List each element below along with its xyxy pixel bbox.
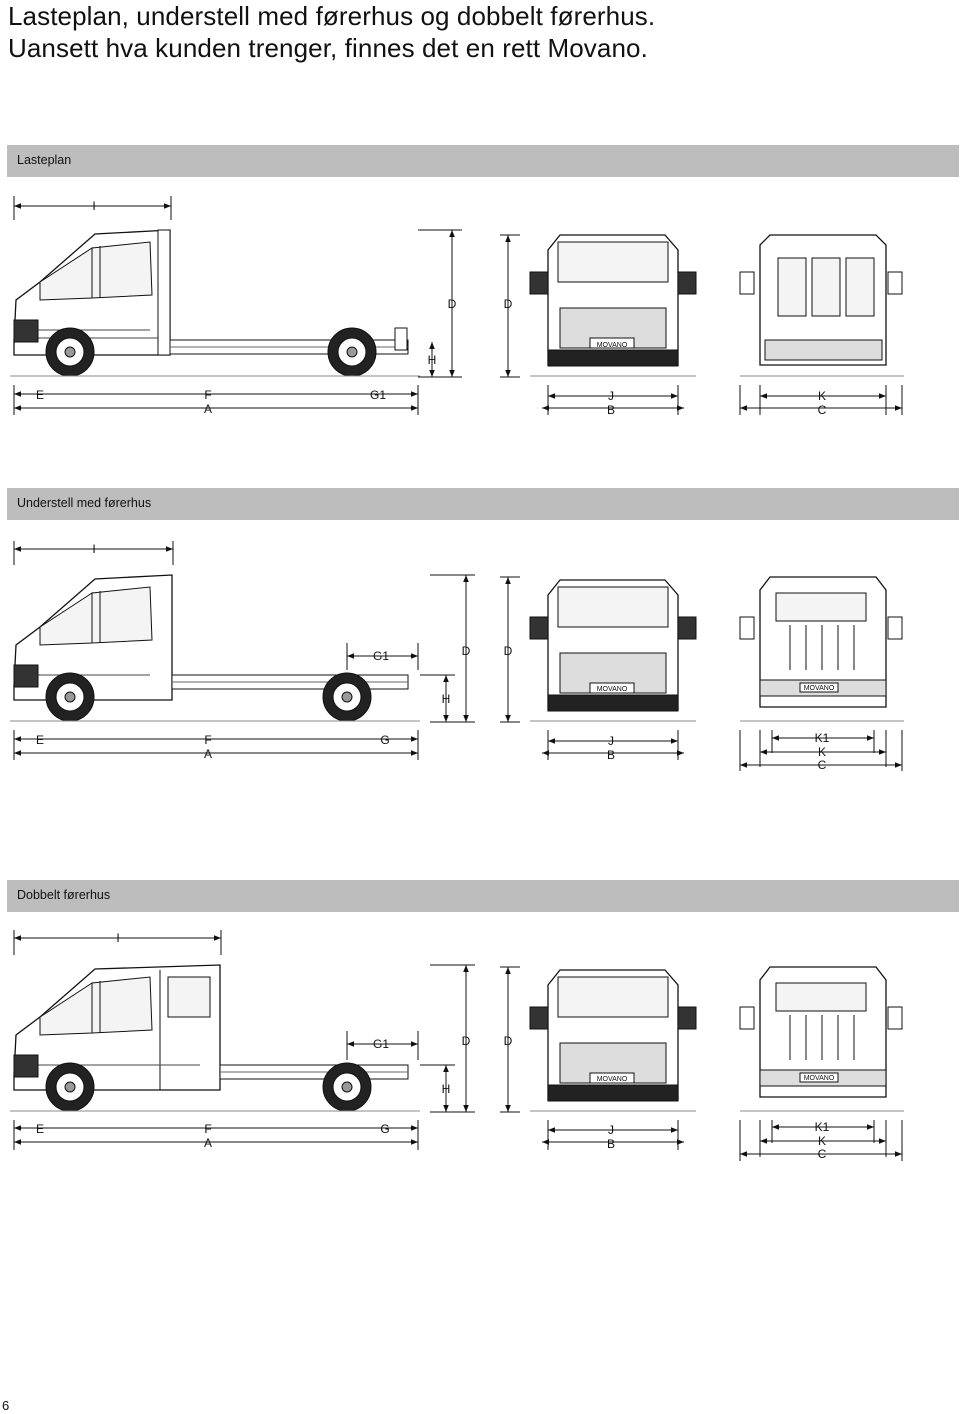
- front-view-truck: [529, 234, 697, 377]
- dim-label-d-front: D: [504, 297, 513, 311]
- dim-label-d-front: D: [504, 644, 513, 658]
- heading-line-2: Uansett hva kunden trenger, finnes det e…: [8, 33, 648, 63]
- side-view-truck: [10, 229, 420, 377]
- front-badge: MOVANO: [597, 1076, 628, 1083]
- dim-label-b: B: [607, 748, 615, 762]
- dim-label-d-side: D: [448, 297, 457, 311]
- dim-label-k1: K1: [815, 731, 830, 745]
- rear-view-truck: [739, 234, 904, 377]
- dim-label-j: J: [608, 389, 614, 403]
- section-header-understell: Understell med førerhus: [7, 488, 959, 520]
- lasteplan-drawings: MOVANO I D H E F G1 A D J B K: [10, 196, 904, 417]
- front-view-truck: [529, 969, 697, 1112]
- rear-badge: MOVANO: [804, 685, 835, 692]
- dim-label-b: B: [607, 403, 615, 417]
- dim-label-h: H: [442, 692, 451, 706]
- dim-label-a: A: [204, 747, 212, 761]
- rear-badge: MOVANO: [804, 1075, 835, 1082]
- dim-label-g1: G1: [370, 388, 386, 402]
- page-number: 6: [2, 1398, 10, 1413]
- dim-label-a: A: [204, 1136, 212, 1150]
- section-header-dobbelt: Dobbelt førerhus: [7, 880, 959, 912]
- dobbelt-drawings: MOVANO MOVANO I G1 D H E F G A D J B K1 …: [10, 930, 904, 1161]
- dim-label-i: I: [92, 199, 95, 213]
- dim-label-d-side: D: [462, 1034, 471, 1048]
- dim-label-f: F: [204, 1122, 211, 1136]
- dim-label-h: H: [428, 353, 437, 367]
- dim-label-i: I: [116, 931, 119, 945]
- side-view-truck: [10, 574, 420, 722]
- section-title: Lasteplan: [17, 153, 72, 167]
- side-view-truck: [10, 964, 420, 1112]
- front-badge: MOVANO: [597, 342, 628, 349]
- dim-label-k: K: [818, 745, 826, 759]
- dim-label-g1: G1: [373, 649, 389, 663]
- dim-label-d-front: D: [504, 1034, 513, 1048]
- dim-label-f: F: [204, 733, 211, 747]
- dim-label-i: I: [92, 542, 95, 556]
- rear-view-truck: [739, 576, 904, 722]
- dim-label-e: E: [36, 1122, 44, 1136]
- dim-label-g: G: [380, 1122, 389, 1136]
- dim-label-e: E: [36, 388, 44, 402]
- rear-view-truck: [739, 966, 904, 1112]
- dim-label-g1: G1: [373, 1037, 389, 1051]
- dim-label-g: G: [380, 733, 389, 747]
- dim-label-c: C: [818, 1147, 827, 1161]
- dim-label-f: F: [204, 388, 211, 402]
- front-view-truck: [529, 579, 697, 722]
- section-title: Dobbelt førerhus: [17, 888, 111, 902]
- dim-label-k: K: [818, 1134, 826, 1148]
- dim-label-h: H: [442, 1082, 451, 1096]
- section-title: Understell med førerhus: [17, 496, 152, 510]
- dim-label-j: J: [608, 1123, 614, 1137]
- page-heading: Lasteplan, understell med førerhus og do…: [8, 0, 655, 64]
- dim-label-c: C: [818, 758, 827, 772]
- dim-label-a: A: [204, 402, 212, 416]
- front-badge: MOVANO: [597, 686, 628, 693]
- dim-label-b: B: [607, 1137, 615, 1151]
- dim-label-j: J: [608, 734, 614, 748]
- dim-label-e: E: [36, 733, 44, 747]
- dim-label-d-side: D: [462, 644, 471, 658]
- dim-label-k1: K1: [815, 1120, 830, 1134]
- dim-label-k: K: [818, 389, 826, 403]
- section-header-lasteplan: Lasteplan: [7, 145, 959, 177]
- heading-line-1: Lasteplan, understell med førerhus og do…: [8, 1, 656, 31]
- dim-label-c: C: [818, 403, 827, 417]
- understell-drawings: MOVANO MOVANO I G1 D H E F G A D J B K1 …: [10, 541, 904, 772]
